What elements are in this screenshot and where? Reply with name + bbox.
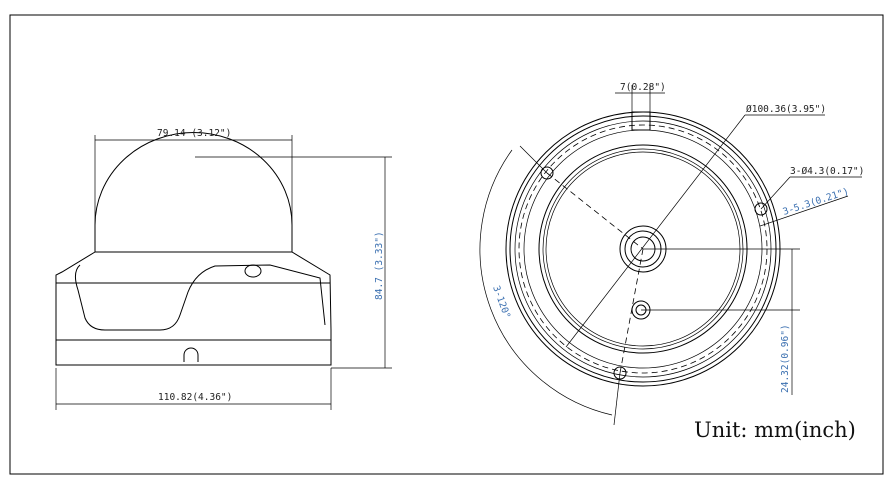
dome-width-label: 79.14 (3.12") <box>157 128 231 139</box>
housing <box>55 251 332 366</box>
slot-size-label: 3-5.3(0.21") <box>782 186 851 218</box>
mount-hole <box>754 202 768 216</box>
height-label: 84.7 (3.33") <box>374 231 385 300</box>
offset-label: 24.32(0.96") <box>780 324 791 393</box>
bottom-view <box>479 85 862 426</box>
slot-width-label: 7(0.28") <box>620 82 666 93</box>
hole-diameter-label: 3-Ø4.3(0.17") <box>790 166 864 177</box>
screw-hole <box>244 264 262 278</box>
drawing-frame <box>9 14 884 475</box>
housing-window <box>74 264 326 331</box>
side-view <box>55 132 392 410</box>
mount-hole <box>613 366 627 380</box>
diameter-label: Ø100.36(3.95") <box>746 104 826 115</box>
mount-hole <box>540 166 554 180</box>
unit-note: Unit: mm(inch) <box>694 418 856 442</box>
base-width-label: 110.82(4.36") <box>158 392 232 403</box>
dome <box>94 132 293 253</box>
cable-notch <box>183 347 199 362</box>
